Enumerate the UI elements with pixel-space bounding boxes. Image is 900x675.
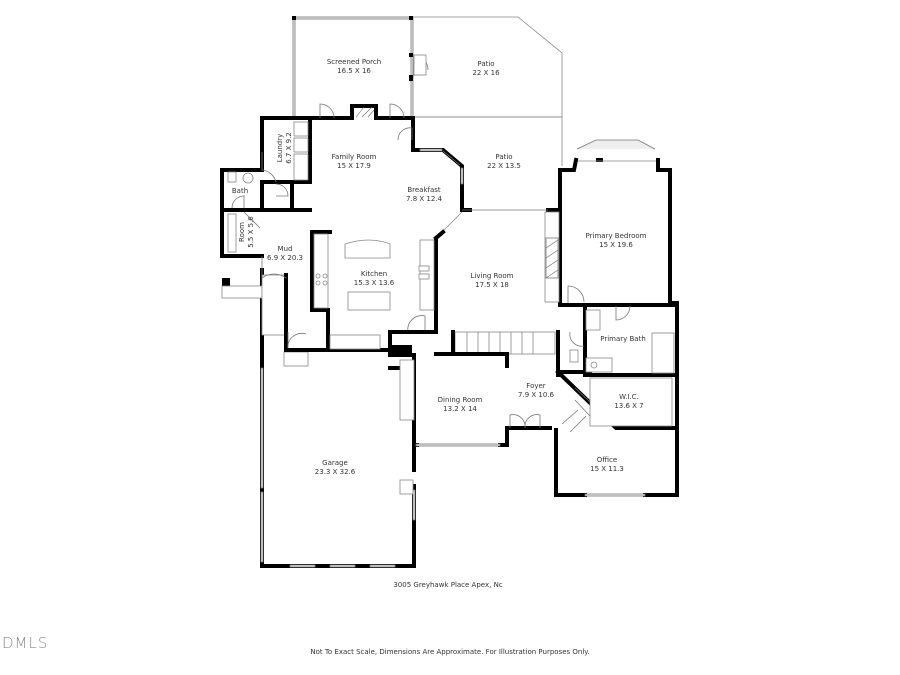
room-name: Primary Bedroom (585, 232, 647, 240)
room-label-screened-porch: Screened Porch 16.5 X 16 (327, 58, 381, 76)
room-dims: 7.8 X 12.4 (406, 195, 442, 203)
room-dims: 6.7 X 9.2 (285, 132, 293, 164)
room-dims: 22 X 16 (472, 69, 500, 77)
room-dims: 15.3 X 13.6 (353, 279, 395, 287)
living-fireplace (544, 211, 585, 303)
room-name: W.I.C. (619, 393, 639, 401)
laundry-area (220, 116, 312, 253)
room-label-primary-bedroom: Primary Bedroom 15 X 19.6 (586, 232, 647, 250)
room-label-patio-top: Patio 22 X 16 (472, 60, 499, 78)
room-label-foyer: Foyer 7.9 X 10.6 (518, 382, 554, 400)
room-label-bath: Bath (232, 187, 248, 196)
room-dims: 23.3 X 32.6 (314, 468, 356, 476)
room-name: Room (238, 222, 246, 242)
room-name: Mud (277, 245, 293, 253)
address-caption: 3005 Greyhawk Place Apex, Nc (393, 581, 503, 589)
room-label-patio-middle: Patio 22 X 13.5 (487, 153, 521, 171)
room-label-primary-bath: Primary Bath (600, 335, 646, 344)
room-name: Garage (322, 459, 348, 467)
room-dims: 16.5 X 16 (337, 67, 371, 75)
room-dims: 15 X 19.6 (599, 241, 633, 249)
room-label-family-room: Family Room 15 X 17.9 (332, 153, 377, 171)
room-dims: 13.2 X 14 (443, 405, 477, 413)
breakfast-bay (414, 148, 548, 241)
room-name: Living Room (470, 272, 514, 280)
disclaimer-caption: Not To Exact Scale, Dimensions Are Appro… (310, 648, 590, 656)
room-label-breakfast: Breakfast 7.8 X 12.4 (406, 186, 442, 204)
room-dims: 5.5 X 5.6 (247, 216, 255, 248)
room-label-dining-room: Dining Room 13.2 X 14 (438, 396, 483, 414)
room-dims: 6.9 X 20.3 (267, 254, 303, 262)
room-name: Foyer (526, 382, 546, 390)
room-dims: 15 X 11.3 (590, 465, 624, 473)
room-name: Kitchen (360, 270, 388, 278)
room-label-laundry: Laundry 6.7 X 9.2 (276, 132, 294, 164)
dining-room-walls (399, 353, 541, 447)
room-label-room: Room 5.5 X 5.6 (238, 216, 256, 248)
room-dims: 17.5 X 18 (475, 281, 509, 289)
kitchen-area (284, 230, 438, 357)
room-label-living-room: Living Room 17.5 X 18 (471, 272, 514, 290)
room-name: Patio (477, 60, 495, 68)
room-name: Laundry (276, 133, 284, 163)
primary-suite-walls (555, 303, 679, 433)
room-dims: 7.9 X 10.6 (518, 391, 554, 399)
office-window (584, 493, 646, 497)
room-label-garage: Garage 23.3 X 32.6 (315, 459, 355, 477)
room-name: Office (596, 456, 618, 464)
room-dims: 15 X 17.9 (337, 162, 371, 170)
room-label-mud: Mud 6.9 X 20.3 (267, 245, 303, 263)
room-label-kitchen: Kitchen 15.3 X 13.6 (354, 270, 394, 288)
room-name: Screened Porch (326, 58, 382, 66)
mls-logo: DMLS (2, 634, 49, 652)
patio-middle-outline (413, 116, 563, 166)
room-label-office: Office 15 X 11.3 (590, 456, 624, 474)
room-name: Primary Bath (600, 335, 646, 343)
screened-porch-walls (292, 16, 429, 119)
mud-area (221, 256, 309, 367)
room-dims: 13.6 X 7 (614, 402, 644, 410)
room-name: Dining Room (437, 396, 483, 404)
room-name: Bath (231, 187, 249, 195)
room-dims: 22 X 13.5 (487, 162, 521, 170)
porch-doors (319, 103, 413, 141)
room-name: Breakfast (407, 186, 441, 194)
room-name: Patio (495, 153, 513, 161)
main-stairs (434, 330, 556, 368)
garage-openings (260, 367, 416, 568)
room-name: Family Room (331, 153, 377, 161)
bedroom-bay-window (576, 139, 656, 162)
room-label-wic: W.I.C. 13.6 X 7 (614, 393, 643, 411)
